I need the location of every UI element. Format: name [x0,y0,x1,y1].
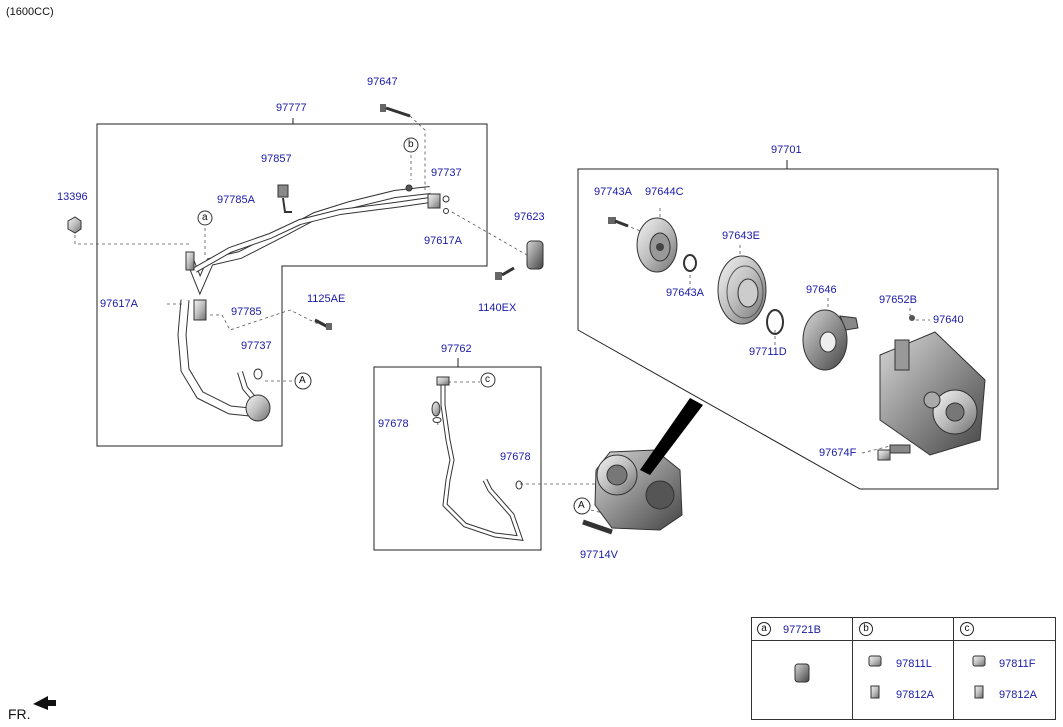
callout-A-lower: A [578,500,585,511]
legend-table: a 97721B b 97811L 97812A c 97811F 97812A [751,617,1056,720]
part-label-97711D[interactable]: 97711D [749,346,787,358]
callout-c: c [485,374,490,385]
legend-key-c: c [960,622,974,636]
dashed-leaders [74,115,930,514]
part-label-97743A[interactable]: 97743A [594,186,632,198]
part-label-1125AE[interactable]: 1125AE [307,293,346,305]
part-label-97714V[interactable]: 97714V [580,549,618,561]
part-label-97644C[interactable]: 97644C [645,186,684,198]
part-label-97777[interactable]: 97777 [276,102,307,114]
sensor-97674F-shape [877,444,911,461]
bolt-1125AE-shape [314,318,332,330]
legend-part-97812A-b[interactable]: 97812A [896,689,934,701]
part-label-97623[interactable]: 97623 [514,211,545,223]
part-label-97857[interactable]: 97857 [261,153,292,165]
legend-key-b: b [859,622,873,636]
bolt-97743A-shape [608,217,629,228]
callout-b: b [408,139,414,150]
front-arrow-icon [33,696,56,710]
part-label-97785[interactable]: 97785 [231,306,262,318]
receiver-dryer-shape [526,240,544,270]
part-label-97643E[interactable]: 97643E [722,230,760,242]
part-label-97647[interactable]: 97647 [367,76,398,88]
compressor-exploded [608,217,986,461]
bolt-97647-shape [380,104,411,118]
part-label-97643A[interactable]: 97643A [666,287,704,299]
callout-circles [197,137,591,515]
part-label-97678-right[interactable]: 97678 [500,451,531,463]
legend-part-97812A-c[interactable]: 97812A [999,689,1037,701]
hose-assembly [177,184,450,422]
part-label-97678-left[interactable]: 97678 [378,418,409,430]
part-label-97640[interactable]: 97640 [933,314,964,326]
legend-key-a: a [757,622,771,636]
liquid-pipe [431,376,524,541]
bolt-1140EX-shape [495,266,515,280]
part-label-1140EX[interactable]: 1140EX [478,302,517,314]
front-label: FR. [8,706,31,722]
group-boundary-97777 [96,123,488,447]
part-label-97737-upper[interactable]: 97737 [431,167,462,179]
part-label-97646[interactable]: 97646 [806,284,837,296]
legend-drawings [794,655,986,699]
engine-label: (1600CC) [6,6,54,18]
part-label-97762[interactable]: 97762 [441,343,472,355]
compressor-center [582,398,703,535]
nut-13396-shape [67,216,82,234]
group-boundary-97701 [577,168,999,490]
legend-part-97811F[interactable]: 97811F [999,658,1036,670]
callout-A-upper: A [299,375,306,386]
legend-header-row [752,618,1055,641]
part-label-97737-lower[interactable]: 97737 [241,340,272,352]
part-label-97652B[interactable]: 97652B [879,294,917,306]
legend-part-97721B[interactable]: 97721B [783,624,821,636]
part-label-97785A[interactable]: 97785A [217,194,255,206]
part-label-97617A-right[interactable]: 97617A [424,235,462,247]
part-label-13396[interactable]: 13396 [57,191,88,203]
part-label-97701[interactable]: 97701 [771,144,802,156]
part-label-97674F[interactable]: 97674F [819,447,857,459]
callout-a: a [202,212,208,223]
legend-part-97811L[interactable]: 97811L [896,658,932,670]
part-label-97617A-left[interactable]: 97617A [100,298,138,310]
